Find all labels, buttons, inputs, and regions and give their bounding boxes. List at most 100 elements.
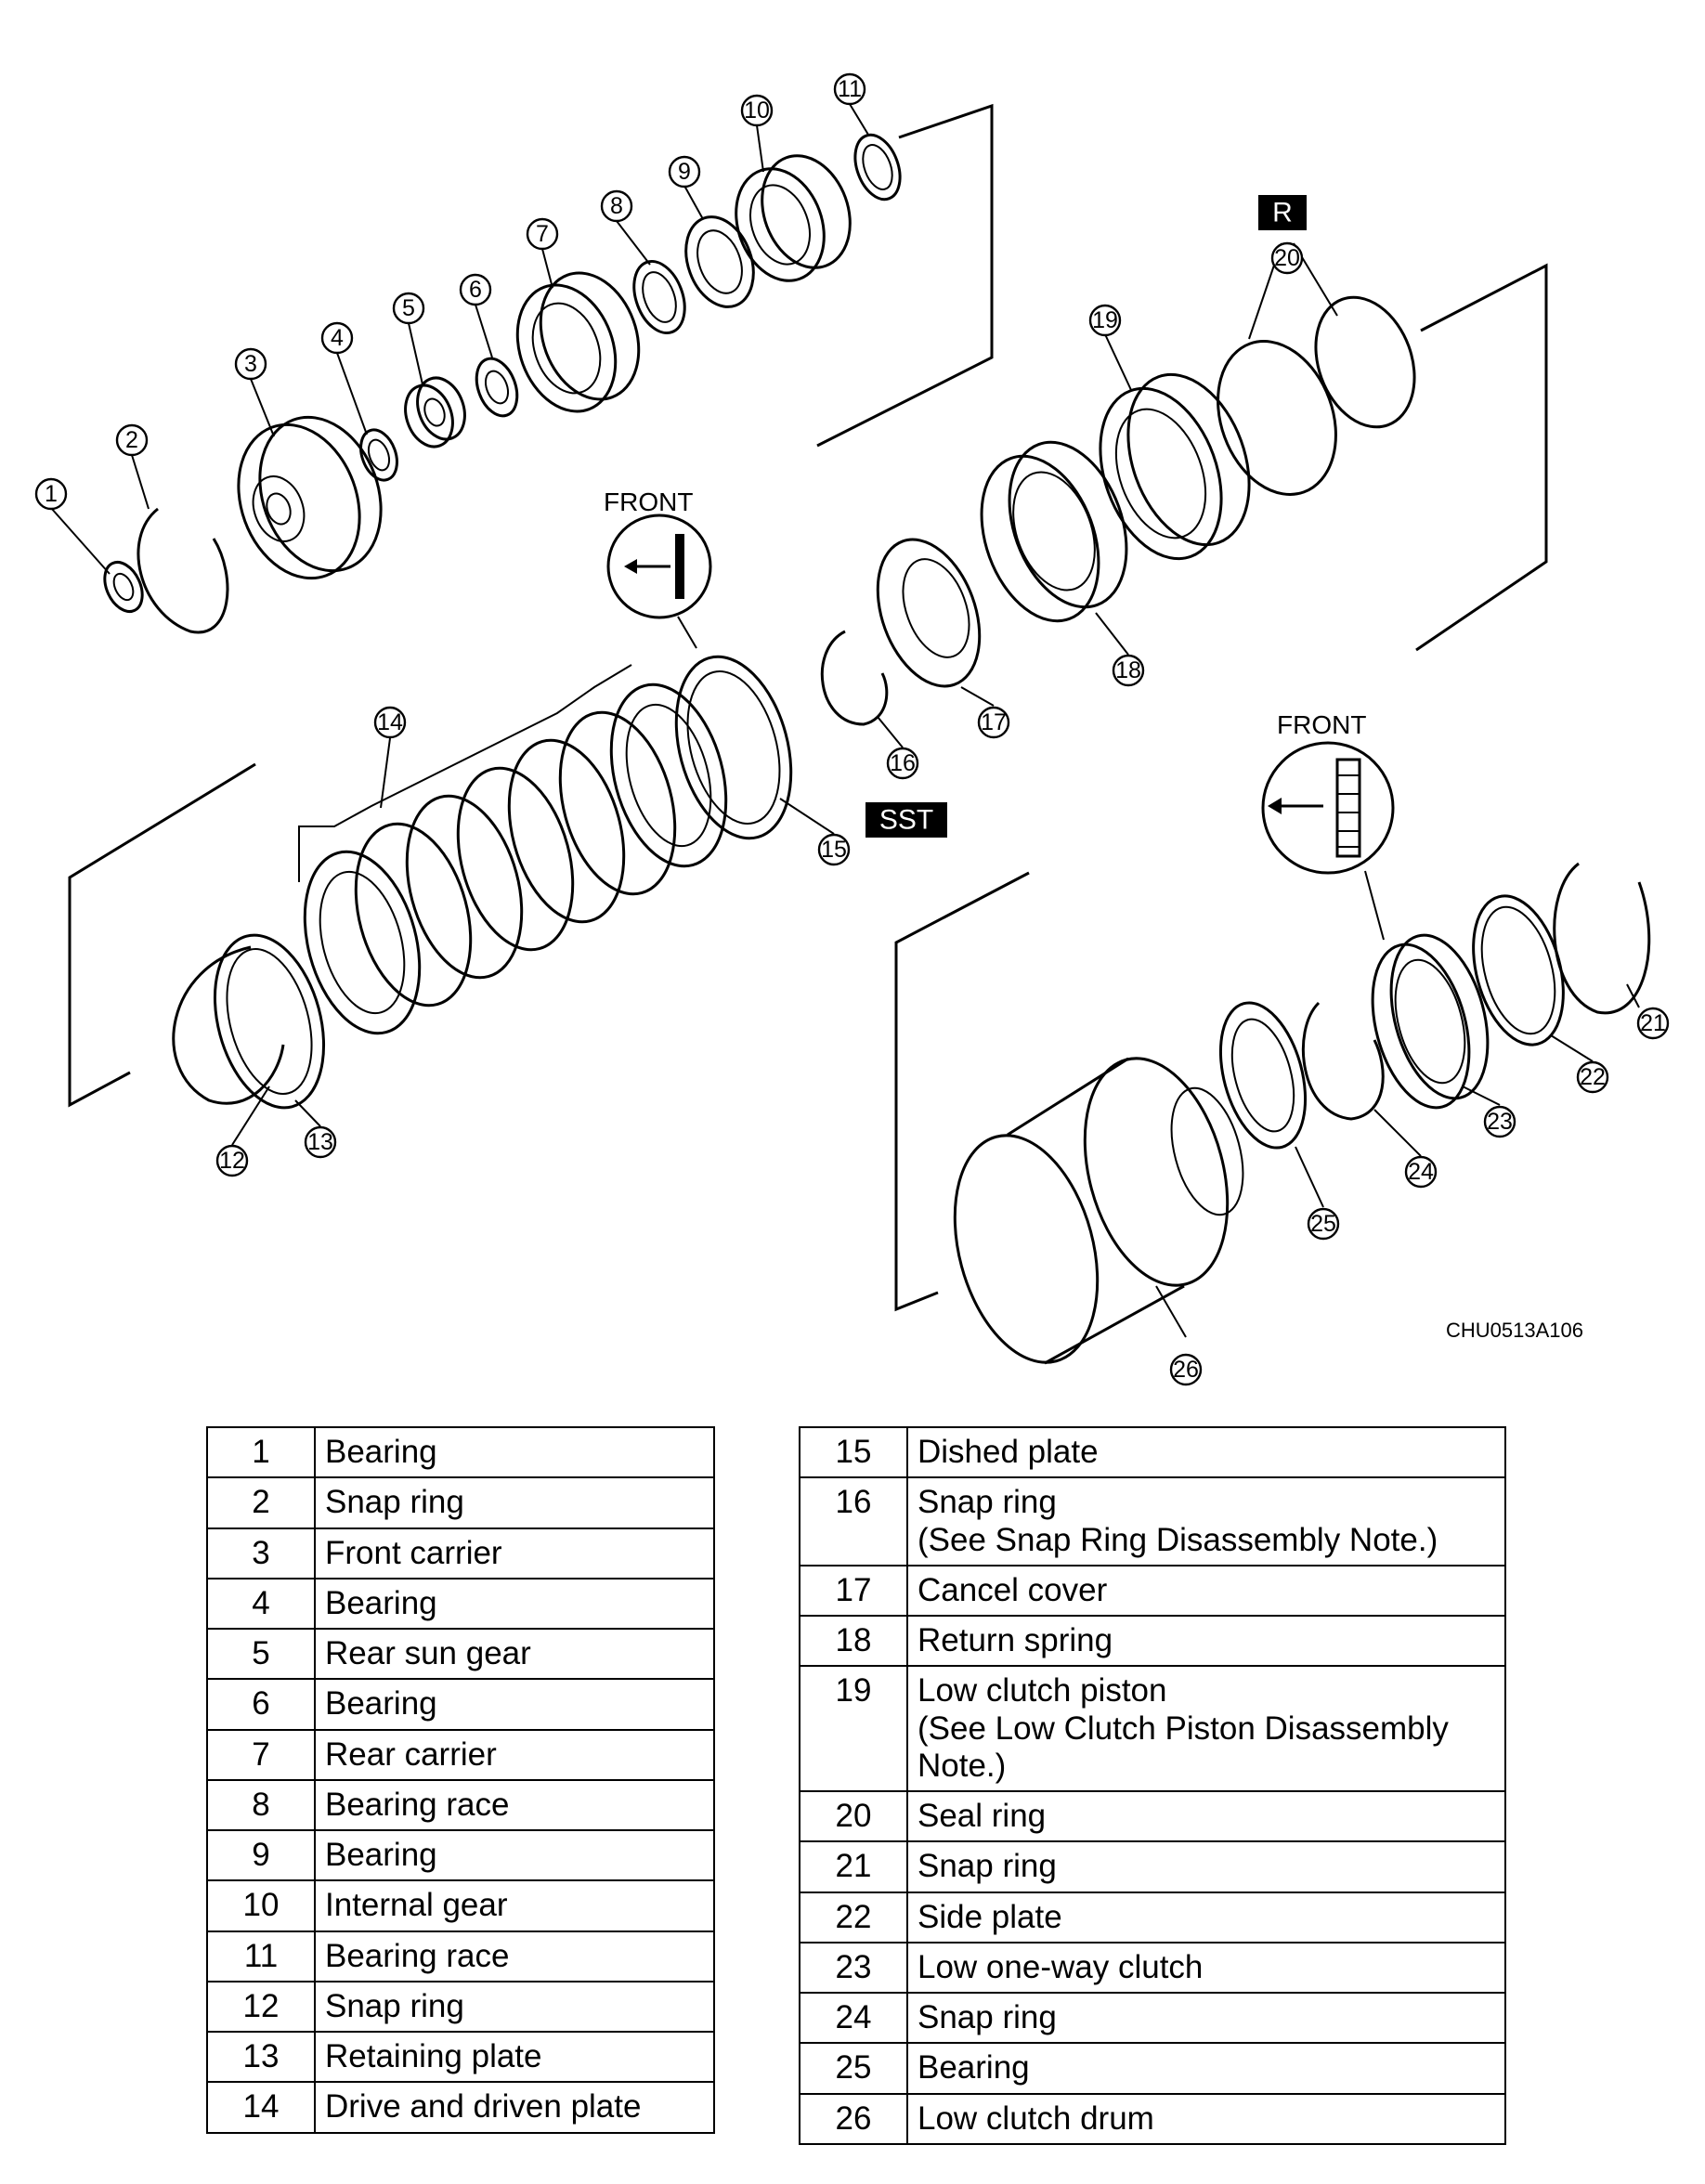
part-name: Rear carrier bbox=[314, 1728, 715, 1781]
svg-text:7: 7 bbox=[536, 221, 549, 247]
part-internal-gear-10 bbox=[735, 154, 852, 282]
part-number: 16 bbox=[799, 1476, 908, 1566]
svg-text:23: 23 bbox=[1487, 1109, 1513, 1135]
part-name: Internal gear bbox=[314, 1879, 715, 1932]
front-label-lower: FRONT bbox=[1277, 710, 1366, 739]
svg-text:3: 3 bbox=[244, 351, 257, 377]
part-name: Side plate bbox=[906, 1891, 1506, 1944]
callout-12: 12 bbox=[215, 1144, 249, 1177]
image-code: CHU0513A106 bbox=[1446, 1319, 1583, 1342]
part-name: Bearing bbox=[314, 1828, 715, 1882]
part-snap-ring-2 bbox=[137, 507, 229, 634]
part-name: Bearing race bbox=[314, 1930, 715, 1982]
part-number: 10 bbox=[206, 1879, 316, 1932]
part-snap-ring-21 bbox=[1553, 862, 1651, 1015]
part-snap-ring-24 bbox=[1301, 1001, 1385, 1121]
callout-20: 20 bbox=[1270, 241, 1304, 275]
part-number: 24 bbox=[799, 1991, 908, 2045]
callout-10: 10 bbox=[740, 94, 774, 127]
part-low-clutch-piston-19 bbox=[1099, 372, 1251, 561]
callout-2: 2 bbox=[115, 423, 149, 457]
svg-text:17: 17 bbox=[981, 709, 1007, 735]
callout-23: 23 bbox=[1483, 1105, 1516, 1138]
part-number: 18 bbox=[799, 1614, 908, 1668]
callout-14: 14 bbox=[373, 706, 407, 739]
part-number: 6 bbox=[206, 1678, 316, 1731]
tag-sst: SST bbox=[866, 802, 947, 838]
bracket-lower-right bbox=[894, 871, 1030, 1312]
front-indicator-lower: FRONT bbox=[1261, 710, 1395, 941]
part-bearing-race-8 bbox=[632, 259, 686, 335]
svg-text:18: 18 bbox=[1115, 657, 1141, 683]
svg-text:25: 25 bbox=[1310, 1211, 1336, 1237]
part-number: 8 bbox=[206, 1778, 316, 1832]
part-name: Return spring bbox=[906, 1614, 1506, 1668]
plate-leader-bracket bbox=[298, 664, 632, 882]
svg-text:2: 2 bbox=[125, 427, 138, 453]
svg-text:11: 11 bbox=[838, 76, 862, 102]
svg-text:13: 13 bbox=[307, 1129, 333, 1155]
callout-25: 25 bbox=[1307, 1207, 1340, 1241]
part-name: Snap ring bbox=[906, 1991, 1506, 2045]
callout-22: 22 bbox=[1576, 1060, 1609, 1094]
part-seal-ring-20 bbox=[1217, 295, 1416, 496]
front-label-upper: FRONT bbox=[604, 488, 693, 516]
part-bearing-1 bbox=[103, 561, 144, 613]
callout-26: 26 bbox=[1169, 1353, 1203, 1386]
part-number: 17 bbox=[799, 1564, 908, 1618]
part-cancel-cover-17 bbox=[876, 538, 982, 688]
part-number: 20 bbox=[799, 1789, 908, 1843]
part-front-carrier-3 bbox=[237, 415, 383, 580]
part-number: 9 bbox=[206, 1828, 316, 1882]
callout-7: 7 bbox=[526, 217, 559, 251]
part-name: Front carrier bbox=[314, 1527, 715, 1580]
part-name: Bearing bbox=[314, 1425, 715, 1479]
callout-19: 19 bbox=[1088, 304, 1122, 337]
svg-text:SST: SST bbox=[879, 805, 933, 836]
svg-text:8: 8 bbox=[610, 193, 623, 219]
svg-text:5: 5 bbox=[402, 295, 415, 321]
bracket-upper bbox=[816, 103, 994, 448]
part-drive-driven-plates-14 bbox=[303, 682, 728, 1035]
part-bearing-race-11 bbox=[853, 133, 902, 202]
svg-text:16: 16 bbox=[890, 750, 916, 776]
svg-text:24: 24 bbox=[1408, 1159, 1434, 1185]
part-name: Low one-way clutch bbox=[906, 1941, 1506, 1995]
svg-text:12: 12 bbox=[219, 1148, 245, 1174]
part-number: 2 bbox=[206, 1476, 316, 1529]
exploded-view-diagram: FRONT bbox=[34, 72, 1670, 1386]
part-return-spring-18 bbox=[980, 440, 1128, 623]
svg-text:26: 26 bbox=[1173, 1357, 1199, 1383]
part-name: Rear sun gear bbox=[314, 1627, 715, 1681]
part-name: Low clutch piston (See Low Clutch Piston… bbox=[906, 1665, 1506, 1792]
part-rear-carrier-7 bbox=[515, 271, 641, 413]
part-number: 23 bbox=[799, 1941, 908, 1995]
callout-3: 3 bbox=[234, 347, 267, 381]
callout-8: 8 bbox=[600, 189, 633, 223]
callout-4: 4 bbox=[320, 321, 354, 355]
part-name: Retaining plate bbox=[314, 2030, 715, 2084]
part-name: Drive and driven plate bbox=[314, 2081, 715, 2134]
